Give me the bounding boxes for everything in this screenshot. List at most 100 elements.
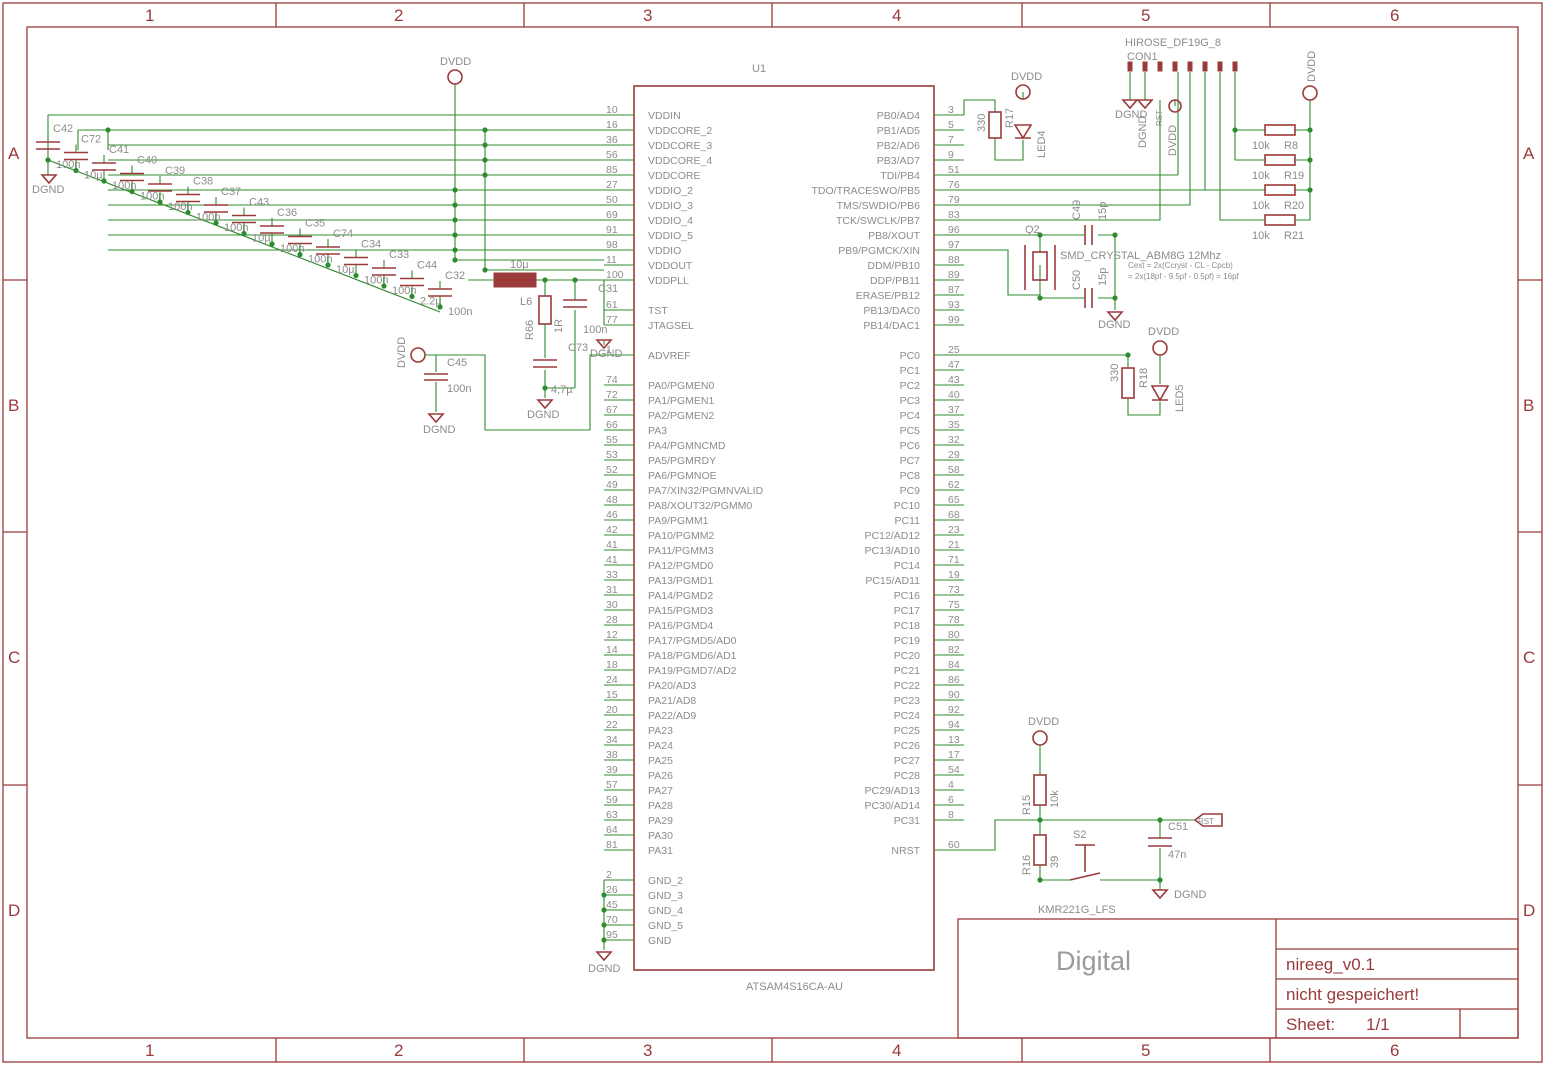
junction-dot xyxy=(409,293,415,300)
ic-pin-name: PC9 xyxy=(900,485,921,497)
ic-pin-number: 11 xyxy=(606,254,617,266)
project-name: nireeg_v0.1 xyxy=(1286,955,1375,974)
ic-pin-name: PA19/PGMD7/AD2 xyxy=(648,665,737,677)
ic-pin-name: PB0/AD4 xyxy=(877,110,920,122)
ic-pin-number: 28 xyxy=(606,614,618,626)
r17-value: 330 xyxy=(976,114,988,132)
ic-pin-name: PC14 xyxy=(894,560,920,572)
ic-pin-number: 88 xyxy=(948,254,960,266)
ic-pin-number: 71 xyxy=(948,554,960,566)
junction-dot xyxy=(452,247,458,253)
junction-dot xyxy=(105,127,111,133)
decap-plates xyxy=(232,214,256,224)
frame-column-bottom-3: 3 xyxy=(643,1041,652,1060)
dvdd-symbol-led4 xyxy=(1015,84,1031,100)
ic-pin-number: 41 xyxy=(606,554,618,566)
ic-pin-name: PB14/DAC1 xyxy=(863,320,920,332)
ic-pin-name: PB13/DAC0 xyxy=(863,305,920,317)
frame-column-bottom-1: 1 xyxy=(145,1041,154,1060)
ic-pin-name: PC23 xyxy=(894,695,920,707)
decap-refdes: C38 xyxy=(193,176,213,188)
ic-pin-number: 68 xyxy=(948,509,960,521)
ic-pin-number: 80 xyxy=(948,629,960,641)
decap-refdes: C40 xyxy=(137,155,157,167)
ic-pin-number: 50 xyxy=(606,194,618,206)
r18-value: 330 xyxy=(1109,364,1121,382)
ic-pin-number: 5 xyxy=(948,119,954,131)
dgnd-symbol-jtag xyxy=(595,339,613,350)
ic-pin-name: ADVREF xyxy=(648,350,691,362)
rst-flag-connector: RST xyxy=(1155,110,1164,126)
decap-refdes: C44 xyxy=(417,260,437,272)
ic-pin-name: PA9/PGMM1 xyxy=(648,515,709,527)
save-status: nicht gespeichert! xyxy=(1286,985,1419,1004)
ic-pin-name: PC27 xyxy=(894,755,920,767)
pullup-resistor xyxy=(1264,214,1296,226)
ic-pin-number: 95 xyxy=(606,929,618,941)
pullup-value: 10k xyxy=(1252,170,1270,182)
cap-c31-plates xyxy=(563,299,587,308)
junction-dot xyxy=(45,157,51,163)
advref-network: DVDD C45 100n DGND xyxy=(396,337,604,436)
ic-pin-number: 19 xyxy=(948,569,960,581)
ic-pin-name: PC30/AD14 xyxy=(865,800,921,812)
inductor-value: 10µ xyxy=(510,259,529,271)
ic-pin-number: 12 xyxy=(606,629,618,641)
pullup-refdes: R20 xyxy=(1284,200,1304,212)
junction-dot xyxy=(452,217,458,223)
decap-plates xyxy=(92,162,116,171)
junction-dot xyxy=(482,172,488,178)
ic-pin-name: PA16/PGMD4 xyxy=(648,620,713,632)
ic-pin-name: GND_2 xyxy=(648,875,683,887)
dvdd-symbol-led5 xyxy=(1152,340,1168,356)
ic-pin-name: VDDIN xyxy=(648,110,681,122)
ic-pin-number: 81 xyxy=(606,839,618,851)
dgnd-symbol-crystal xyxy=(1106,311,1124,322)
dgnd-symbol-left xyxy=(40,174,58,185)
ic-pin-name: PA20/AD3 xyxy=(648,680,696,692)
frame-row-left-D: D xyxy=(8,901,20,920)
connector-part: HIROSE_DF19G_8 xyxy=(1125,37,1221,49)
ic-pin-name: TDO/TRACESWO/PB5 xyxy=(811,185,920,197)
ic-pin-number: 72 xyxy=(606,389,618,401)
pullup-value: 10k xyxy=(1252,200,1270,212)
ic-pin-name: VDDCORE_2 xyxy=(648,125,712,137)
ic-pin-name: PA6/PGMNOE xyxy=(648,470,717,482)
ic-pin-name: PC22 xyxy=(894,680,920,692)
ic-pin-name: PC17 xyxy=(894,605,920,617)
ic-pin-number: 89 xyxy=(948,269,960,281)
ic-pin-number: 46 xyxy=(606,509,618,521)
ic-pin-name: VDDPLL xyxy=(648,275,689,287)
junction-dot xyxy=(1037,817,1043,823)
ic-pin-number: 45 xyxy=(606,899,618,911)
decap-plates xyxy=(260,225,284,234)
ic-pin-number: 85 xyxy=(606,164,618,176)
ic-pin-name: PC7 xyxy=(900,455,921,467)
junction-dot xyxy=(1125,352,1131,358)
crystal-note-1: Cext = 2x(Ccryst - CL - Cpcb) xyxy=(1128,261,1233,270)
ic-pin-name: PC29/AD13 xyxy=(865,785,921,797)
ic-pin-name: PA27 xyxy=(648,785,673,797)
q2-refdes: Q2 xyxy=(1025,224,1040,236)
ic-pin-number: 54 xyxy=(948,764,960,776)
ic-pin-name: PC12/AD12 xyxy=(865,530,921,542)
connector-pin xyxy=(1202,61,1208,72)
dgnd-symbol-ic xyxy=(595,951,613,962)
ic-pin-number: 16 xyxy=(606,119,618,131)
ic-pin-number: 83 xyxy=(948,209,960,221)
ic-pin-name: TMS/SWDIO/PB6 xyxy=(837,200,921,212)
frame-row-left-A: A xyxy=(8,144,20,163)
decap-value: 10µ xyxy=(84,170,103,182)
ic-pin-number: 97 xyxy=(948,239,960,251)
ic-pin-name: PA31 xyxy=(648,845,673,857)
connector-pin xyxy=(1127,61,1133,72)
ic-pin-name: PA8/XOUT32/PGMM0 xyxy=(648,500,752,512)
ic-pin-number: 35 xyxy=(948,419,960,431)
junction-dot xyxy=(1112,295,1118,301)
ic-pin-name: PC21 xyxy=(894,665,920,677)
ic-pin-number: 64 xyxy=(606,824,618,836)
ic-pin-number: 47 xyxy=(948,359,960,371)
ic-pin-number: 24 xyxy=(606,674,618,686)
connector-pin xyxy=(1217,61,1223,72)
ic-pin-name: PC18 xyxy=(894,620,920,632)
